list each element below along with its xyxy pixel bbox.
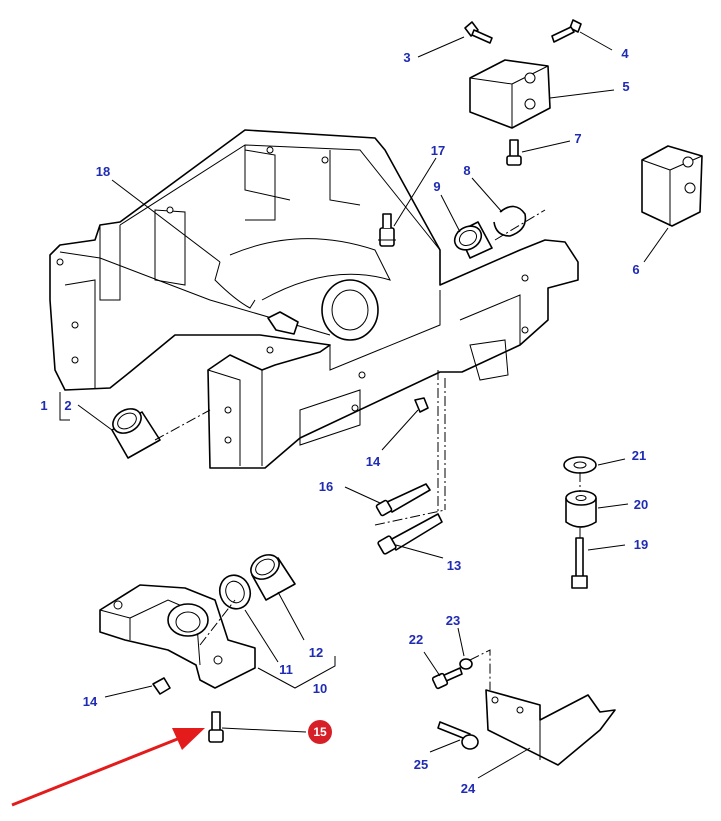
callout-19[interactable]: 19	[634, 537, 648, 552]
callout-21[interactable]: 21	[632, 448, 646, 463]
callout-2[interactable]: 2	[64, 398, 71, 413]
callout-13[interactable]: 13	[447, 558, 461, 573]
callout-4[interactable]: 4	[621, 46, 629, 61]
callout-25[interactable]: 25	[414, 757, 428, 772]
callout-17[interactable]: 17	[431, 143, 445, 158]
callout-16[interactable]: 16	[319, 479, 333, 494]
callout-15-badge	[308, 720, 332, 744]
bolt-19	[571, 537, 588, 589]
callout-8[interactable]: 8	[463, 163, 470, 178]
grease-nipple-14-lower	[152, 677, 171, 695]
callout-22[interactable]: 22	[409, 632, 423, 647]
assembly-axis-lines	[154, 209, 581, 690]
leader-lines	[59, 31, 669, 779]
callout-9[interactable]: 9	[433, 179, 440, 194]
callout-6[interactable]: 6	[632, 262, 639, 277]
bolt-3	[464, 21, 493, 44]
bolt-16	[375, 483, 431, 517]
fitting-left	[267, 311, 299, 335]
callout-labels: 3 4 5 7 6 8 9 17 18 1 2 14 16 13 21 20 1…	[40, 46, 648, 796]
bushing-12	[250, 554, 296, 601]
callout-10[interactable]: 10	[313, 681, 327, 696]
bolt-13	[377, 513, 443, 555]
bolt-7	[506, 139, 522, 166]
bracket-5	[469, 59, 551, 129]
bolt-4	[551, 19, 582, 43]
highlight-arrow	[11, 728, 205, 807]
guard-plate-24	[485, 689, 616, 766]
callout-1[interactable]: 1	[40, 398, 47, 413]
bushing-2	[111, 408, 161, 459]
callout-3[interactable]: 3	[403, 50, 410, 65]
bracket-6	[641, 145, 703, 227]
callout-14-lower[interactable]: 14	[83, 694, 98, 709]
grease-fitting-17	[378, 213, 396, 247]
callout-20[interactable]: 20	[634, 497, 648, 512]
washer-21	[563, 456, 597, 474]
callout-11[interactable]: 11	[279, 662, 293, 677]
circlip-8	[493, 205, 527, 237]
callout-5[interactable]: 5	[622, 79, 629, 94]
seal-ring-11	[218, 574, 252, 610]
washer-23	[459, 658, 473, 670]
callout-18[interactable]: 18	[96, 164, 110, 179]
bolt-22	[431, 667, 463, 690]
callout-15[interactable]: 15	[313, 725, 327, 739]
callout-23[interactable]: 23	[446, 613, 460, 628]
callout-24[interactable]: 24	[461, 781, 476, 796]
callout-7[interactable]: 7	[574, 131, 581, 146]
pivot-bracket-10	[99, 584, 256, 689]
callout-12[interactable]: 12	[309, 645, 323, 660]
axle-support-frame	[49, 129, 579, 469]
cable-tie-25	[437, 721, 479, 750]
rubber-mount-20	[565, 490, 597, 528]
bushing-9	[453, 221, 493, 259]
grease-nipple-14-upper	[414, 397, 429, 413]
callout-14-upper[interactable]: 14	[366, 454, 381, 469]
bolt-15	[208, 711, 224, 743]
